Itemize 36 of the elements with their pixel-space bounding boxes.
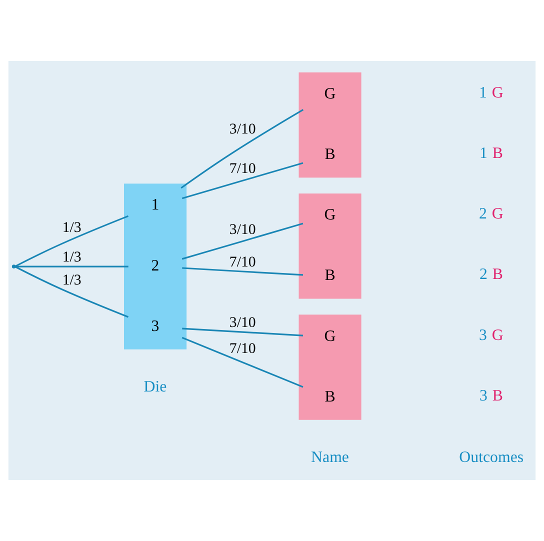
connector <box>182 267 304 276</box>
connector <box>182 328 304 336</box>
node-text: G <box>324 86 336 103</box>
label: 2 B <box>479 266 503 284</box>
edge-label: 3/10 <box>229 121 256 138</box>
edge-label: 1/3 <box>62 220 82 236</box>
node-text: 1 <box>151 196 160 214</box>
cluster <box>298 194 362 299</box>
label: Outcomes <box>459 448 524 466</box>
node-text: 3 <box>151 318 160 335</box>
connector <box>182 162 304 200</box>
edge-label: 1/3 <box>62 250 82 266</box>
node-text: G <box>324 328 336 345</box>
node-text: B <box>324 267 336 284</box>
cluster <box>124 184 187 350</box>
label: 1 G <box>478 84 504 102</box>
edge-label: 7/10 <box>229 161 256 178</box>
cluster <box>298 72 362 178</box>
node-text: G <box>324 206 336 224</box>
edge-label: 7/10 <box>229 340 256 357</box>
label: 3 B <box>479 387 503 404</box>
label: 3 G <box>478 326 504 344</box>
edge-label: 1/3 <box>62 272 82 288</box>
label: 1 B <box>479 145 503 162</box>
edge-label: 3/10 <box>229 315 256 332</box>
edge-label: 7/10 <box>229 254 256 271</box>
node-text: 2 <box>151 257 160 274</box>
node-text: B <box>324 146 336 164</box>
label: 2 G <box>478 206 504 223</box>
connector <box>16 266 128 268</box>
node-point <box>12 264 16 268</box>
node-text: B <box>324 388 336 406</box>
cluster <box>298 314 362 420</box>
label: Die <box>144 378 167 396</box>
label: Name <box>311 448 349 466</box>
edge-label: 3/10 <box>229 222 256 238</box>
